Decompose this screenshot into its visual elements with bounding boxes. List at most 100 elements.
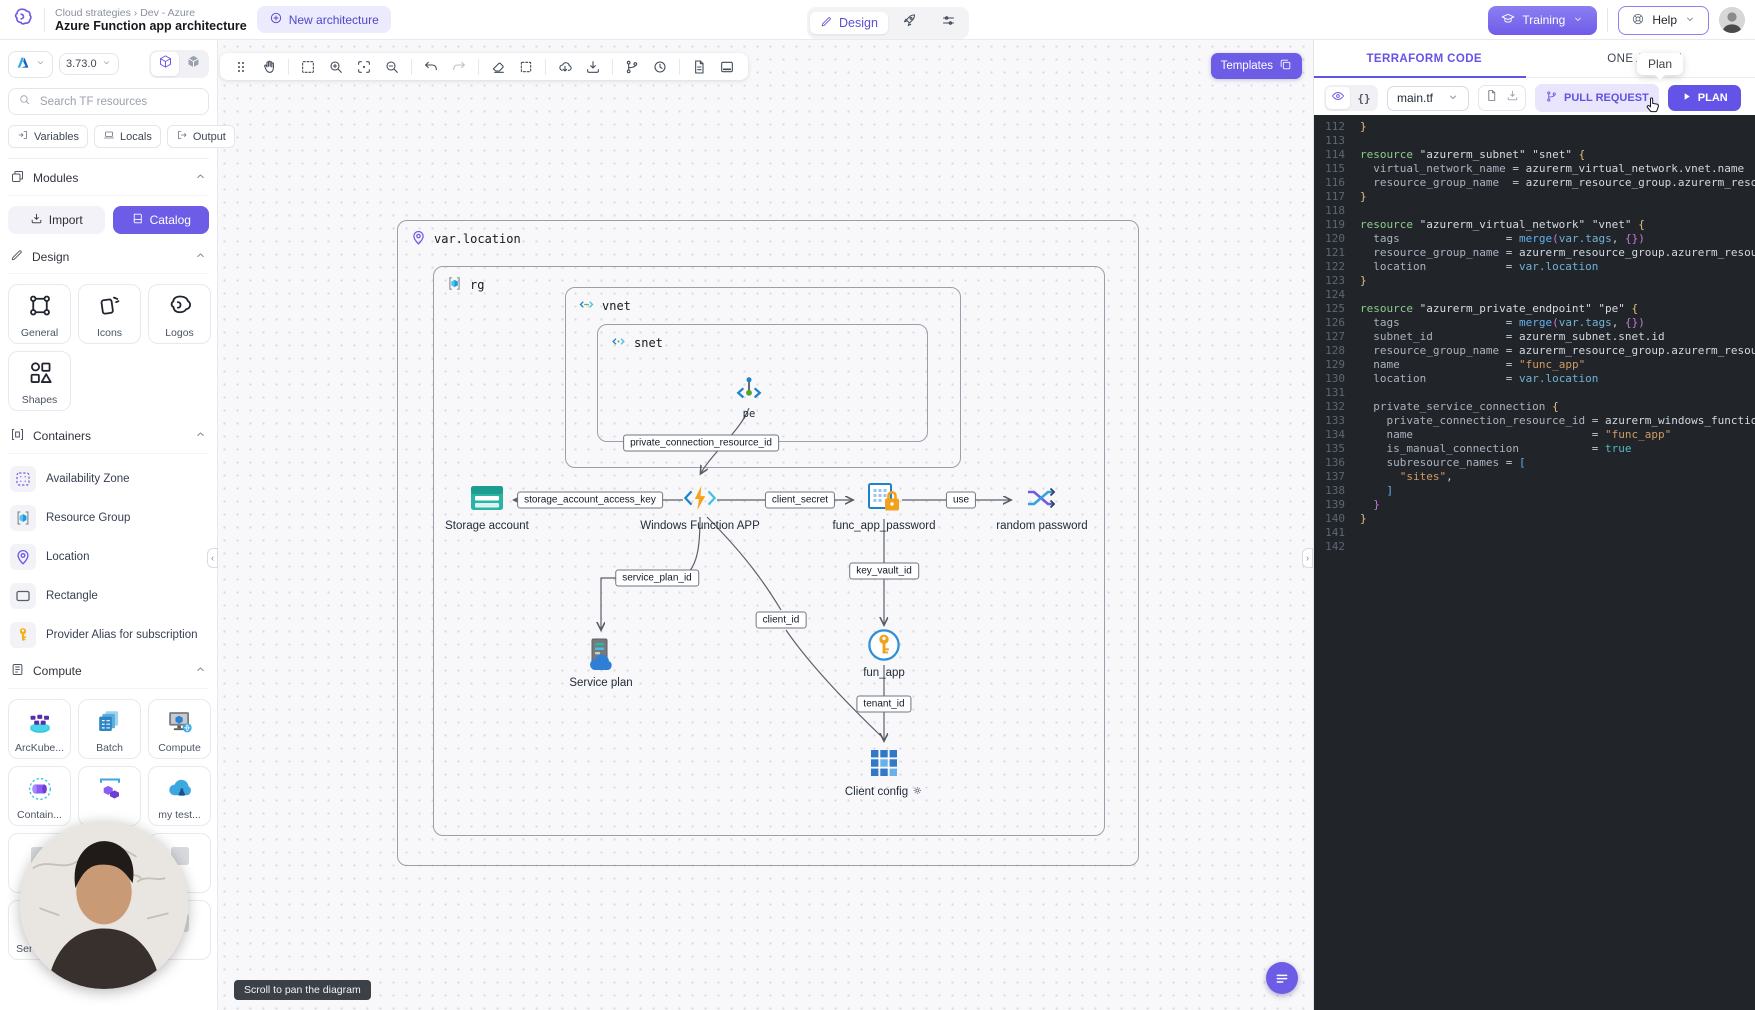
edge-label-key_vault_id[interactable]: key_vault_id <box>849 562 919 580</box>
chevron-down-icon <box>1684 13 1696 28</box>
frame-icon[interactable] <box>513 56 539 78</box>
document-icon[interactable] <box>686 56 712 78</box>
cube-3d-toggle[interactable] <box>179 52 207 76</box>
node-funcpwd[interactable] <box>866 482 902 518</box>
provider-select[interactable] <box>8 50 53 78</box>
file-icon[interactable] <box>1485 89 1498 107</box>
search-input[interactable] <box>38 94 188 109</box>
code-line: 139 } <box>1325 498 1380 511</box>
container-item-resource-group[interactable]: Resource Group <box>10 505 209 531</box>
node-pe[interactable] <box>731 374 767 410</box>
hand-icon[interactable] <box>256 56 282 78</box>
tf-tab-variables[interactable]: Variables <box>8 125 89 148</box>
design-card-icons[interactable]: Icons <box>78 284 141 344</box>
section-design[interactable]: Design <box>8 238 209 274</box>
presentation-icon[interactable] <box>714 56 740 78</box>
code-line: 117} <box>1325 190 1367 203</box>
tab-terraform-code[interactable]: TERRAFORM CODE <box>1366 52 1482 65</box>
tf-tab-locals[interactable]: Locals <box>94 125 161 148</box>
code-line: 129 name = "func_app" <box>1325 358 1586 371</box>
toolbar-divider <box>478 58 479 75</box>
section-compute[interactable]: Compute <box>8 652 209 689</box>
avatar[interactable] <box>1719 7 1745 33</box>
edge-label-service_plan_id[interactable]: service_plan_id <box>615 569 699 587</box>
node-random[interactable] <box>1024 482 1060 518</box>
history-icon[interactable] <box>647 56 673 78</box>
tab-design[interactable]: Design <box>810 12 888 34</box>
edge-label-use[interactable]: use <box>945 491 977 509</box>
compute-card-my-test-[interactable]: my test... <box>148 766 211 826</box>
compute-card-arckube-[interactable]: ArcKube... <box>8 699 71 759</box>
import-button[interactable]: Import <box>8 206 105 234</box>
container-item-location[interactable]: Location <box>10 544 209 570</box>
new-architecture-button[interactable]: New architecture <box>256 6 391 33</box>
sidebar-collapse-handle[interactable]: ‹ <box>207 548 218 568</box>
eye-icon[interactable] <box>1326 87 1350 109</box>
zoom-out-icon[interactable] <box>379 56 405 78</box>
marquee-icon[interactable] <box>295 56 321 78</box>
tab-settings[interactable] <box>931 10 966 36</box>
section-modules[interactable]: Modules <box>8 159 209 196</box>
breadcrumb[interactable]: Cloud strategies › Dev - Azure <box>55 6 196 19</box>
grip-icon[interactable] <box>228 56 254 78</box>
container-item-availability-zone[interactable]: Availability Zone <box>10 466 209 492</box>
compute-card-compute[interactable]: Compute <box>148 699 211 759</box>
container-rg[interactable] <box>433 266 1105 836</box>
panel-collapse-handle[interactable]: › <box>1302 548 1313 568</box>
catalog-button[interactable]: Catalog <box>112 206 209 234</box>
tf-tab-output[interactable]: Output <box>166 125 235 148</box>
catalog-icon <box>131 212 144 228</box>
redo-icon[interactable] <box>446 56 472 78</box>
cloud-download-icon[interactable] <box>552 56 578 78</box>
container-vnet[interactable] <box>565 287 961 468</box>
training-button[interactable]: Training <box>1488 5 1598 35</box>
node-clientconfig[interactable] <box>866 747 902 783</box>
help-button[interactable]: Help <box>1618 5 1709 35</box>
design-card-logos[interactable]: Logos <box>148 284 211 344</box>
container-item-provider-alias-for-subscription[interactable]: Provider Alias for subscription <box>10 622 209 648</box>
download-icon[interactable] <box>1506 89 1519 107</box>
code-line: 138 ] <box>1325 484 1394 497</box>
pull-request-button[interactable]: PULL REQUEST <box>1535 84 1659 112</box>
download-icon[interactable] <box>580 56 606 78</box>
eraser-icon[interactable] <box>485 56 511 78</box>
node-funapp[interactable] <box>866 628 902 665</box>
node-storage[interactable] <box>469 482 505 518</box>
node-wfa[interactable] <box>682 482 718 518</box>
webcam-video[interactable] <box>20 821 188 989</box>
compute-card-batch[interactable]: Batch <box>78 699 141 759</box>
undo-icon[interactable] <box>418 56 444 78</box>
edge-label-private_connection_resource_id[interactable]: private_connection_resource_id <box>623 434 779 452</box>
design-card-general[interactable]: General <box>8 284 71 344</box>
braces-icon[interactable]: {} <box>1357 91 1371 105</box>
container-item-rectangle[interactable]: Rectangle <box>10 583 209 609</box>
provider-version-select[interactable]: 3.73.0 <box>59 53 119 75</box>
branch-icon[interactable] <box>619 56 645 78</box>
chat-widget-button[interactable] <box>1266 962 1298 994</box>
focus-icon[interactable] <box>351 56 377 78</box>
templates-button[interactable]: Templates <box>1210 53 1302 79</box>
node-serviceplan[interactable] <box>583 638 619 675</box>
container-instances-icon <box>96 774 123 809</box>
chevron-up-icon <box>194 170 207 186</box>
tab-deploy[interactable] <box>892 10 927 36</box>
vnet-icon <box>578 296 595 316</box>
section-containers[interactable]: Containers <box>8 417 209 454</box>
toolbar-divider <box>679 58 680 75</box>
file-select[interactable]: main.tf <box>1387 85 1470 111</box>
plan-button[interactable]: PLAN <box>1667 85 1741 111</box>
edge-label-storage_account_access_key[interactable]: storage_account_access_key <box>517 491 663 509</box>
zoom-in-icon[interactable] <box>323 56 349 78</box>
cube-outline-toggle[interactable] <box>151 52 179 76</box>
branch-icon <box>1545 90 1558 106</box>
design-card-shapes[interactable]: Shapes <box>8 351 71 411</box>
container-var-location[interactable] <box>397 220 1139 866</box>
compute-card-contain-[interactable]: Contain... <box>8 766 71 826</box>
brainboard-logo-icon[interactable] <box>12 6 34 33</box>
edge-label-client_secret[interactable]: client_secret <box>764 491 836 509</box>
edge-label-tenant_id[interactable]: tenant_id <box>856 695 912 713</box>
compute-card-container-instances[interactable] <box>78 766 141 826</box>
edge-label-client_id[interactable]: client_id <box>755 611 807 629</box>
